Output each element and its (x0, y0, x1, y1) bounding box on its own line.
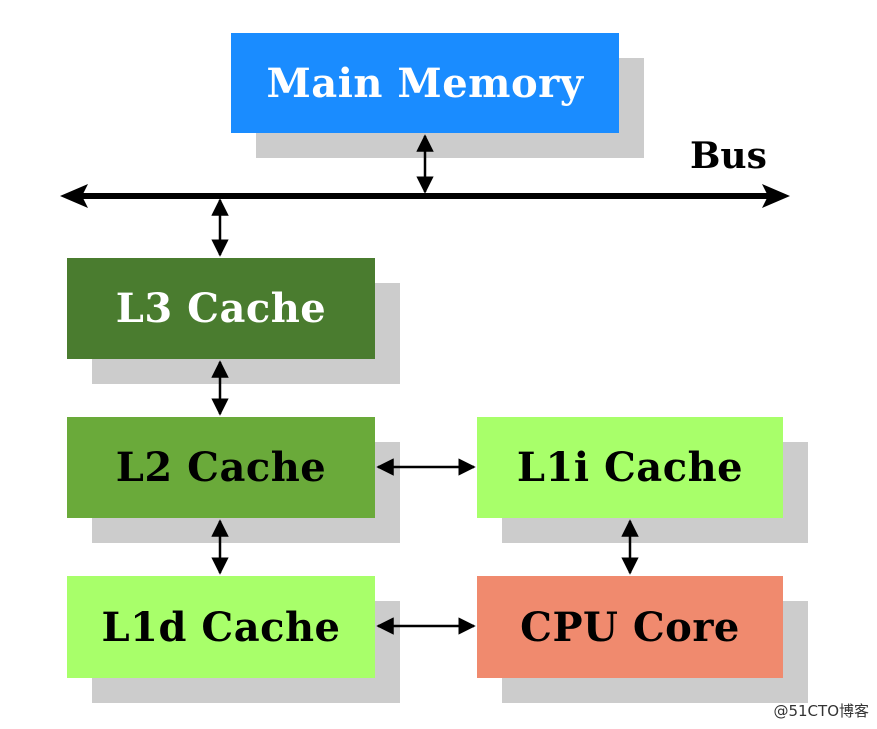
l3-cache-box: L3 Cache (67, 258, 375, 359)
bus-arrow-right-icon (762, 184, 790, 208)
bus-arrow-left-icon (60, 184, 88, 208)
l1d-cache-box: L1d Cache (67, 576, 375, 678)
watermark-text: @51CTO博客 (773, 702, 869, 720)
bus-line (60, 184, 790, 208)
cpu-core-box: CPU Core (477, 576, 783, 678)
main-memory-box: Main Memory (231, 33, 619, 133)
main-memory-label: Main Memory (266, 59, 584, 107)
l2-cache-box: L2 Cache (67, 417, 375, 518)
l1d-cache-label: L1d Cache (101, 603, 341, 651)
l1i-cache-label: L1i Cache (516, 444, 744, 491)
bus-label: Bus (690, 135, 767, 177)
l3-cache-label: L3 Cache (115, 285, 327, 332)
l2-cache-label: L2 Cache (115, 444, 327, 491)
cpu-core-label: CPU Core (520, 603, 740, 651)
l1i-cache-box: L1i Cache (477, 417, 783, 518)
